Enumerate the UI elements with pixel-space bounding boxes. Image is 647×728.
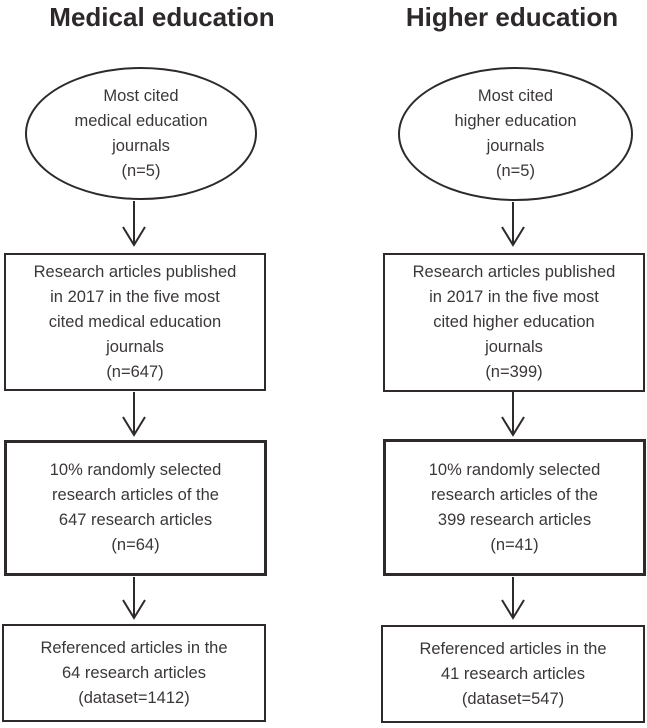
- box-higher-articles-2017: Research articles published in 2017 in t…: [383, 253, 645, 392]
- down-arrow-icon: [499, 202, 527, 248]
- box-higher-random-sample: 10% randomly selected research articles …: [383, 439, 646, 576]
- down-arrow-icon: [120, 392, 148, 438]
- box-medical-referenced: Referenced articles in the 64 research a…: [2, 624, 266, 722]
- box-medical-random-sample: 10% randomly selected research articles …: [4, 440, 267, 576]
- down-arrow-icon: [120, 201, 148, 248]
- ellipse-medical-journals: Most cited medical education journals (n…: [25, 67, 257, 200]
- box-medical-articles-2017: Research articles published in 2017 in t…: [4, 253, 266, 391]
- down-arrow-icon: [499, 577, 527, 621]
- column-title-medical: Medical education: [49, 2, 275, 32]
- ellipse-higher-journals: Most cited higher education journals (n=…: [398, 67, 633, 201]
- box-higher-referenced: Referenced articles in the 41 research a…: [381, 625, 645, 723]
- column-title-higher: Higher education: [405, 2, 619, 32]
- down-arrow-icon: [120, 577, 148, 621]
- down-arrow-icon: [499, 392, 527, 438]
